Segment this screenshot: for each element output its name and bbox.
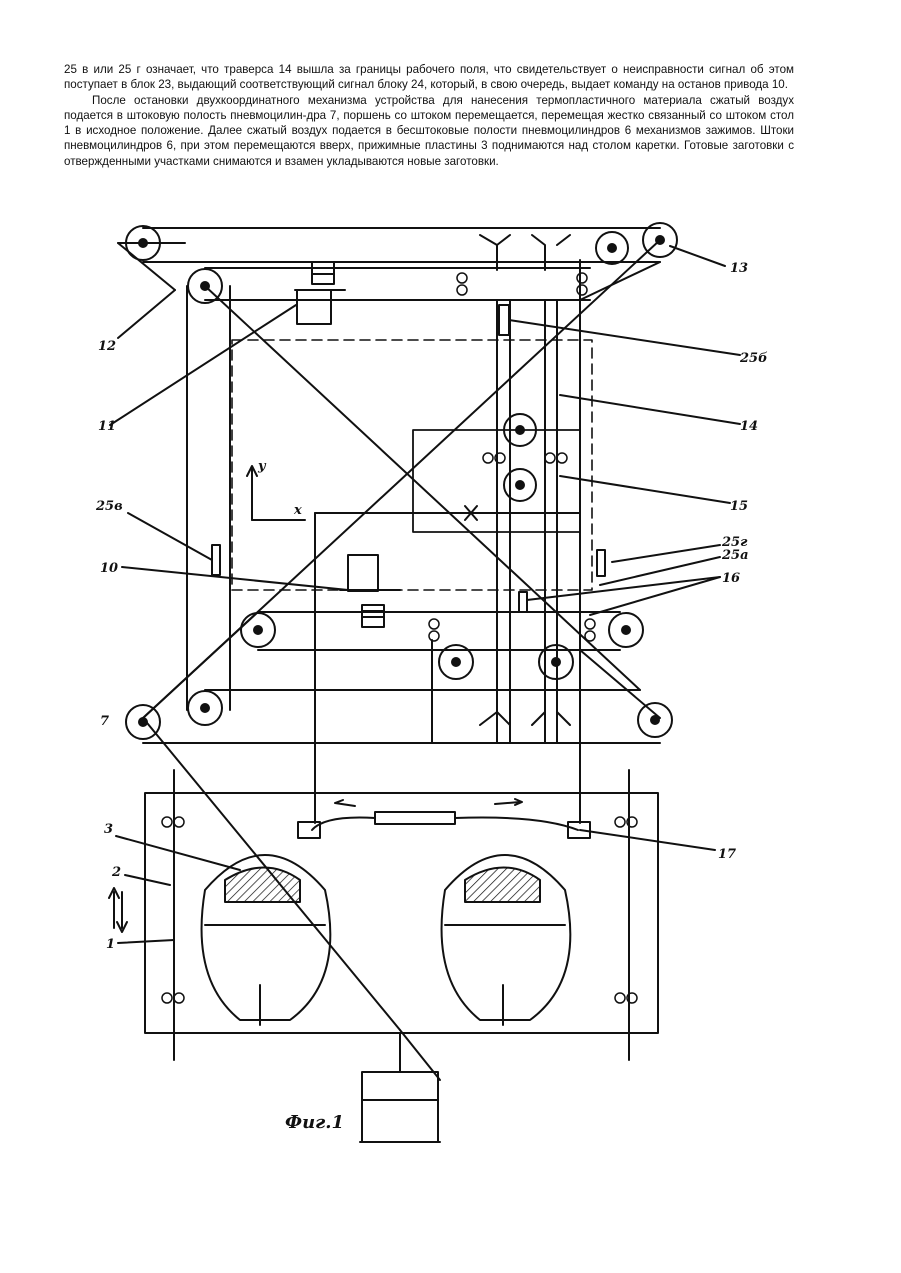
axis-x-label: x <box>293 503 302 518</box>
label-13: 13 <box>730 261 748 276</box>
label-25a: 25а <box>721 548 749 563</box>
label-10: 10 <box>100 561 118 576</box>
label-14: 14 <box>740 419 758 434</box>
figure-caption: Фиг.1 <box>285 1112 344 1133</box>
label-12: 12 <box>98 339 116 354</box>
label-11: 11 <box>98 419 116 434</box>
label-16: 16 <box>722 571 740 586</box>
label-25b: 25б <box>739 351 768 366</box>
label-25v: 25в <box>95 499 123 514</box>
label-1: 1 <box>106 937 115 952</box>
label-15: 15 <box>730 499 748 514</box>
label-2: 2 <box>111 865 121 880</box>
axis-y-label: y <box>257 459 267 474</box>
label-17: 17 <box>718 847 736 862</box>
label-7: 7 <box>100 714 109 729</box>
label-3: 3 <box>104 822 113 837</box>
